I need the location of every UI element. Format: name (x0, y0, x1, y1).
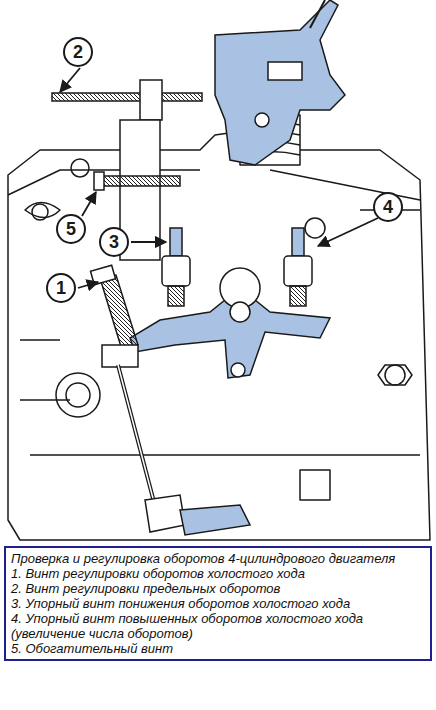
callout-number: 1 (46, 273, 76, 303)
callout-text: 1 (56, 279, 66, 297)
caption-item: 4. Упорный винт повышенных оборотов холо… (11, 611, 425, 641)
caption-item: 1. Винт регулировки оборотов холостого х… (11, 566, 425, 581)
caption-item: 2. Винт регулировки предельных оборотов (11, 581, 425, 596)
callout-number: 2 (63, 37, 93, 67)
caption-item: 5. Обогатительный винт (11, 641, 425, 656)
callout-number: 3 (99, 227, 129, 257)
callout-text: 5 (66, 220, 76, 238)
caption-box: Проверка и регулировка оборотов 4-цилинд… (4, 546, 432, 661)
caption-heading: Проверка и регулировка оборотов 4-цилинд… (11, 551, 425, 566)
callout-text: 4 (383, 198, 393, 216)
callout-text: 3 (109, 233, 119, 251)
callout-text: 2 (73, 43, 83, 61)
caption-item: 3. Упорный винт понижения оборотов холос… (11, 596, 425, 611)
callout-number: 5 (56, 214, 86, 244)
callout-number: 4 (373, 192, 403, 222)
